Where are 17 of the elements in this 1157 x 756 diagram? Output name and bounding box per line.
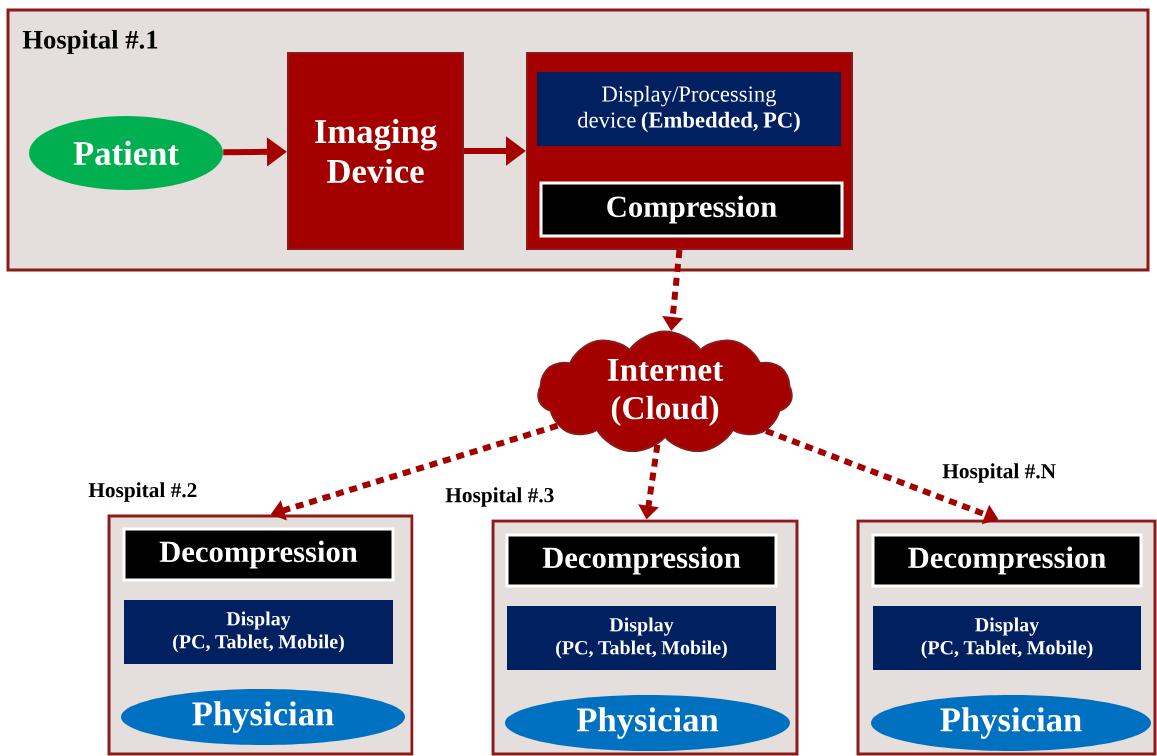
step-box: Decompression — [122, 527, 395, 582]
panel-heading: Hospital #.N — [942, 463, 1056, 483]
panel-heading: Hospital #.3 — [445, 487, 554, 507]
oval-box: Patient — [29, 116, 223, 190]
step-box: Decompression — [505, 533, 778, 588]
panel-heading: Hospital #.2 — [88, 482, 197, 502]
oval-box: Physician — [505, 695, 790, 751]
panel-heading: Hospital #.1 — [22, 29, 158, 55]
step-box: Decompression — [871, 533, 1143, 588]
display-box: Display/Processing device (Embedded, PC) — [537, 72, 841, 146]
oval-box: Physician — [871, 695, 1151, 751]
display-box: Display (PC, Tablet, Mobile) — [873, 606, 1141, 670]
process-box: Imaging Device — [287, 52, 464, 250]
display-box: Display (PC, Tablet, Mobile) — [124, 600, 393, 664]
oval-box: Physician — [121, 689, 405, 745]
step-box: Compression — [539, 181, 844, 238]
display-box: Display (PC, Tablet, Mobile) — [507, 606, 776, 670]
